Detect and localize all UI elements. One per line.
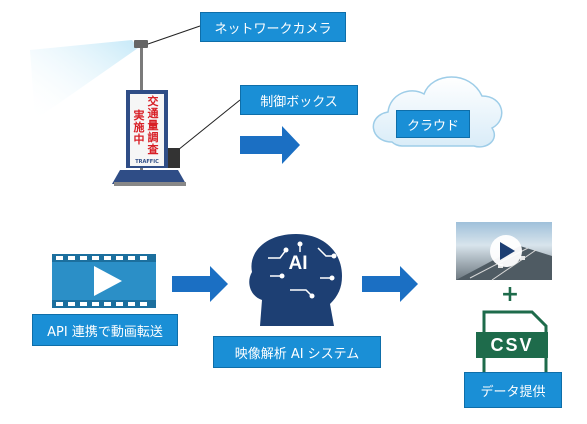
sign-char: 施 bbox=[133, 121, 145, 134]
cloud-label: クラウド bbox=[396, 110, 470, 138]
sign-char: 査 bbox=[147, 143, 159, 156]
plus-sign: + bbox=[500, 282, 520, 307]
control-box-label: 制御ボックス bbox=[240, 85, 358, 115]
traffic-sign-board bbox=[112, 90, 186, 186]
sign-char: 実 bbox=[133, 109, 145, 122]
csv-file-icon bbox=[476, 310, 548, 380]
arrow-to-cloud bbox=[240, 126, 300, 164]
csv-label: CSV bbox=[490, 335, 534, 355]
sign-char: 中 bbox=[133, 133, 145, 146]
api-label: API 連携で動画転送 bbox=[32, 314, 178, 346]
camera-label: ネットワークカメラ bbox=[200, 12, 346, 42]
sign-text-col2: 実 施 中 bbox=[132, 110, 146, 146]
sign-text-col1: 交 通 量 調 査 bbox=[146, 96, 160, 156]
ai-text: AI bbox=[288, 253, 308, 274]
road-video-thumbnail bbox=[456, 222, 552, 281]
video-icon bbox=[52, 254, 156, 308]
sign-char: 交 bbox=[147, 95, 159, 108]
sign-brand: TRAFFIC bbox=[135, 159, 159, 165]
control-box-callout-line bbox=[177, 99, 241, 151]
sign-char: 量 bbox=[147, 119, 159, 132]
sign-char: 通 bbox=[147, 107, 159, 120]
camera-callout-line bbox=[147, 25, 201, 45]
camera-beam bbox=[30, 40, 138, 120]
data-provide-label: データ提供 bbox=[464, 372, 562, 408]
sign-char: 調 bbox=[147, 131, 159, 144]
arrow-to-data bbox=[362, 266, 418, 302]
ai-head-icon bbox=[249, 234, 342, 326]
ai-system-label: 映像解析 AI システム bbox=[213, 336, 381, 368]
arrow-to-ai bbox=[172, 266, 228, 302]
camera-device bbox=[134, 40, 148, 48]
